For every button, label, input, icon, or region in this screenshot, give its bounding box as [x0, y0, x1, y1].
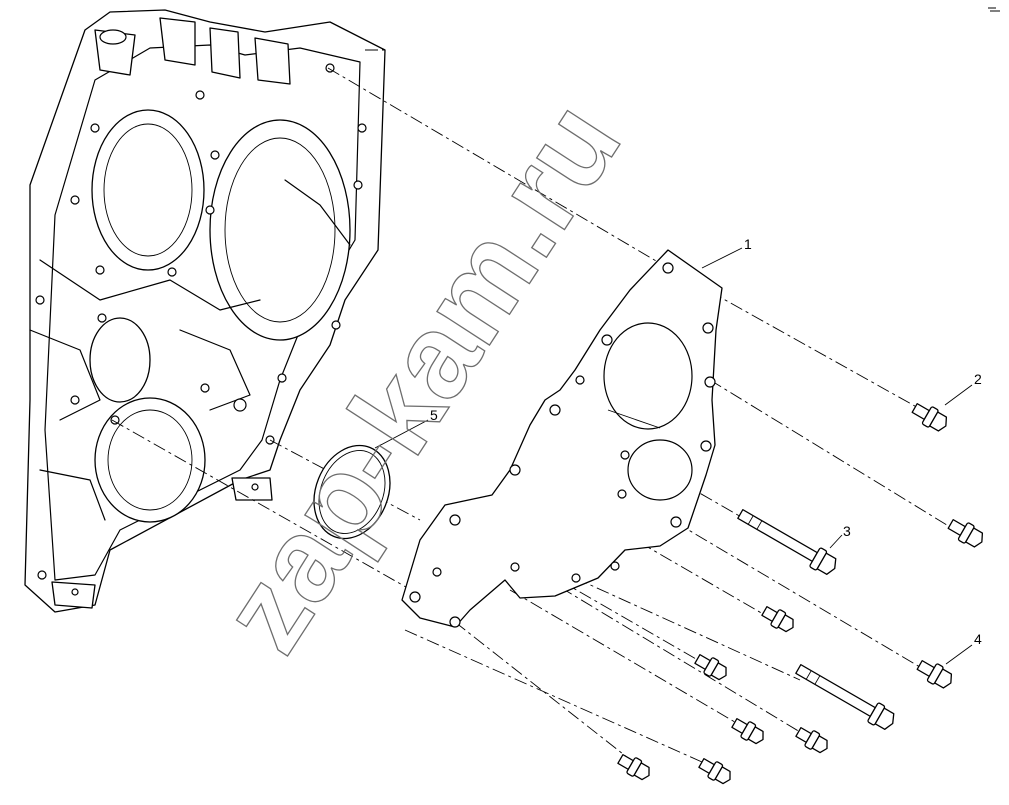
- callout-3-label: 3: [843, 523, 851, 539]
- o-ring: [313, 444, 391, 540]
- callout-4: 4: [945, 631, 982, 665]
- gasket-plate: [401, 249, 723, 628]
- bolt-3-long: [737, 509, 837, 575]
- engine-block-housing: [24, 9, 386, 613]
- corner-mark: [988, 7, 1000, 12]
- callout-4-label: 4: [974, 631, 982, 647]
- callout-1-label: 1: [744, 236, 752, 252]
- bolt-4: [916, 660, 953, 689]
- bolt-long-lower: [795, 664, 895, 730]
- callout-5-label: 5: [430, 407, 438, 423]
- bolt-bottom-a: [731, 718, 764, 745]
- callout-1: 1: [701, 236, 752, 269]
- bolt-bottom-b: [795, 727, 828, 754]
- bolt-bottom-d: [698, 758, 731, 785]
- callout-2-label: 2: [974, 371, 982, 387]
- bolt-2: [911, 403, 948, 432]
- callout-3: 3: [829, 523, 851, 549]
- bolt-bottom-c: [617, 754, 650, 781]
- bolt-lower-mid: [694, 654, 727, 681]
- callout-5: 5: [374, 407, 438, 449]
- bolt-mid: [761, 606, 794, 633]
- callout-2: 2: [944, 371, 982, 406]
- bolt-upper-right: [947, 519, 984, 548]
